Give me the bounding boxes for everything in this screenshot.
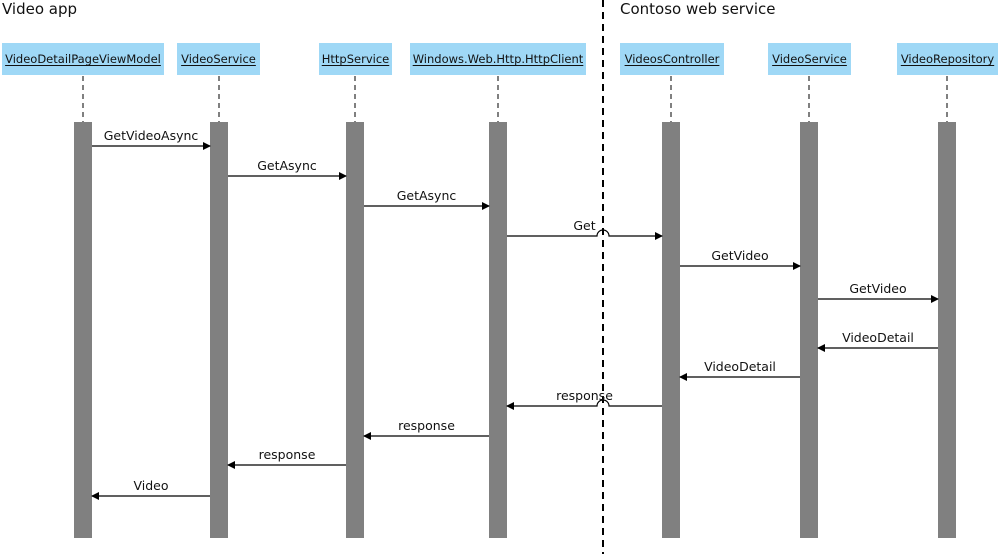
message-label: response <box>398 418 455 433</box>
message-label: GetVideo <box>711 248 768 263</box>
participant-videos-controller: VideosController <box>620 43 724 75</box>
message-label: response <box>259 447 316 462</box>
message-arrow <box>507 229 663 240</box>
message-label: VideoDetail <box>842 330 914 345</box>
message-label: GetAsync <box>257 158 317 173</box>
participant-video-repository: VideoRepository <box>897 43 998 75</box>
message-arrow <box>506 399 662 410</box>
participant-label: VideoRepository <box>900 52 995 66</box>
message-label: response <box>556 388 613 403</box>
message-label: VideoDetail <box>704 359 776 374</box>
activation-bar-repo <box>938 122 956 538</box>
participant-http-service: HttpService <box>319 43 392 75</box>
participant-label: VideoService <box>181 52 256 66</box>
activation-bar-vc <box>662 122 680 538</box>
participant-video-detail-page-view-model: VideoDetailPageViewModel <box>2 43 164 75</box>
participant-label: HttpService <box>321 52 390 66</box>
participant-label: VideosController <box>624 52 720 66</box>
participant-label: Windows.Web.Http.HttpClient <box>412 52 584 66</box>
participant-label: VideoService <box>772 52 847 66</box>
message-label: GetVideoAsync <box>104 128 199 143</box>
activation-bar-vdpvm <box>74 122 92 538</box>
message-label: Get <box>573 218 595 233</box>
participant-label: VideoDetailPageViewModel <box>5 52 161 66</box>
participant-video-service-server: VideoService <box>768 43 851 75</box>
activation-bar-vs_server <box>800 122 818 538</box>
group-label-video-app: Video app <box>2 0 78 18</box>
participant-http-client: Windows.Web.Http.HttpClient <box>410 43 586 75</box>
message-label: GetAsync <box>397 188 457 203</box>
group-label-contoso-web-service: Contoso web service <box>620 0 776 18</box>
activation-bar-http <box>346 122 364 538</box>
participant-video-service-client: VideoService <box>177 43 260 75</box>
message-label: GetVideo <box>849 281 906 296</box>
activation-bar-hc <box>489 122 507 538</box>
message-label: Video <box>133 478 168 493</box>
activation-bar-vs_client <box>210 122 228 538</box>
